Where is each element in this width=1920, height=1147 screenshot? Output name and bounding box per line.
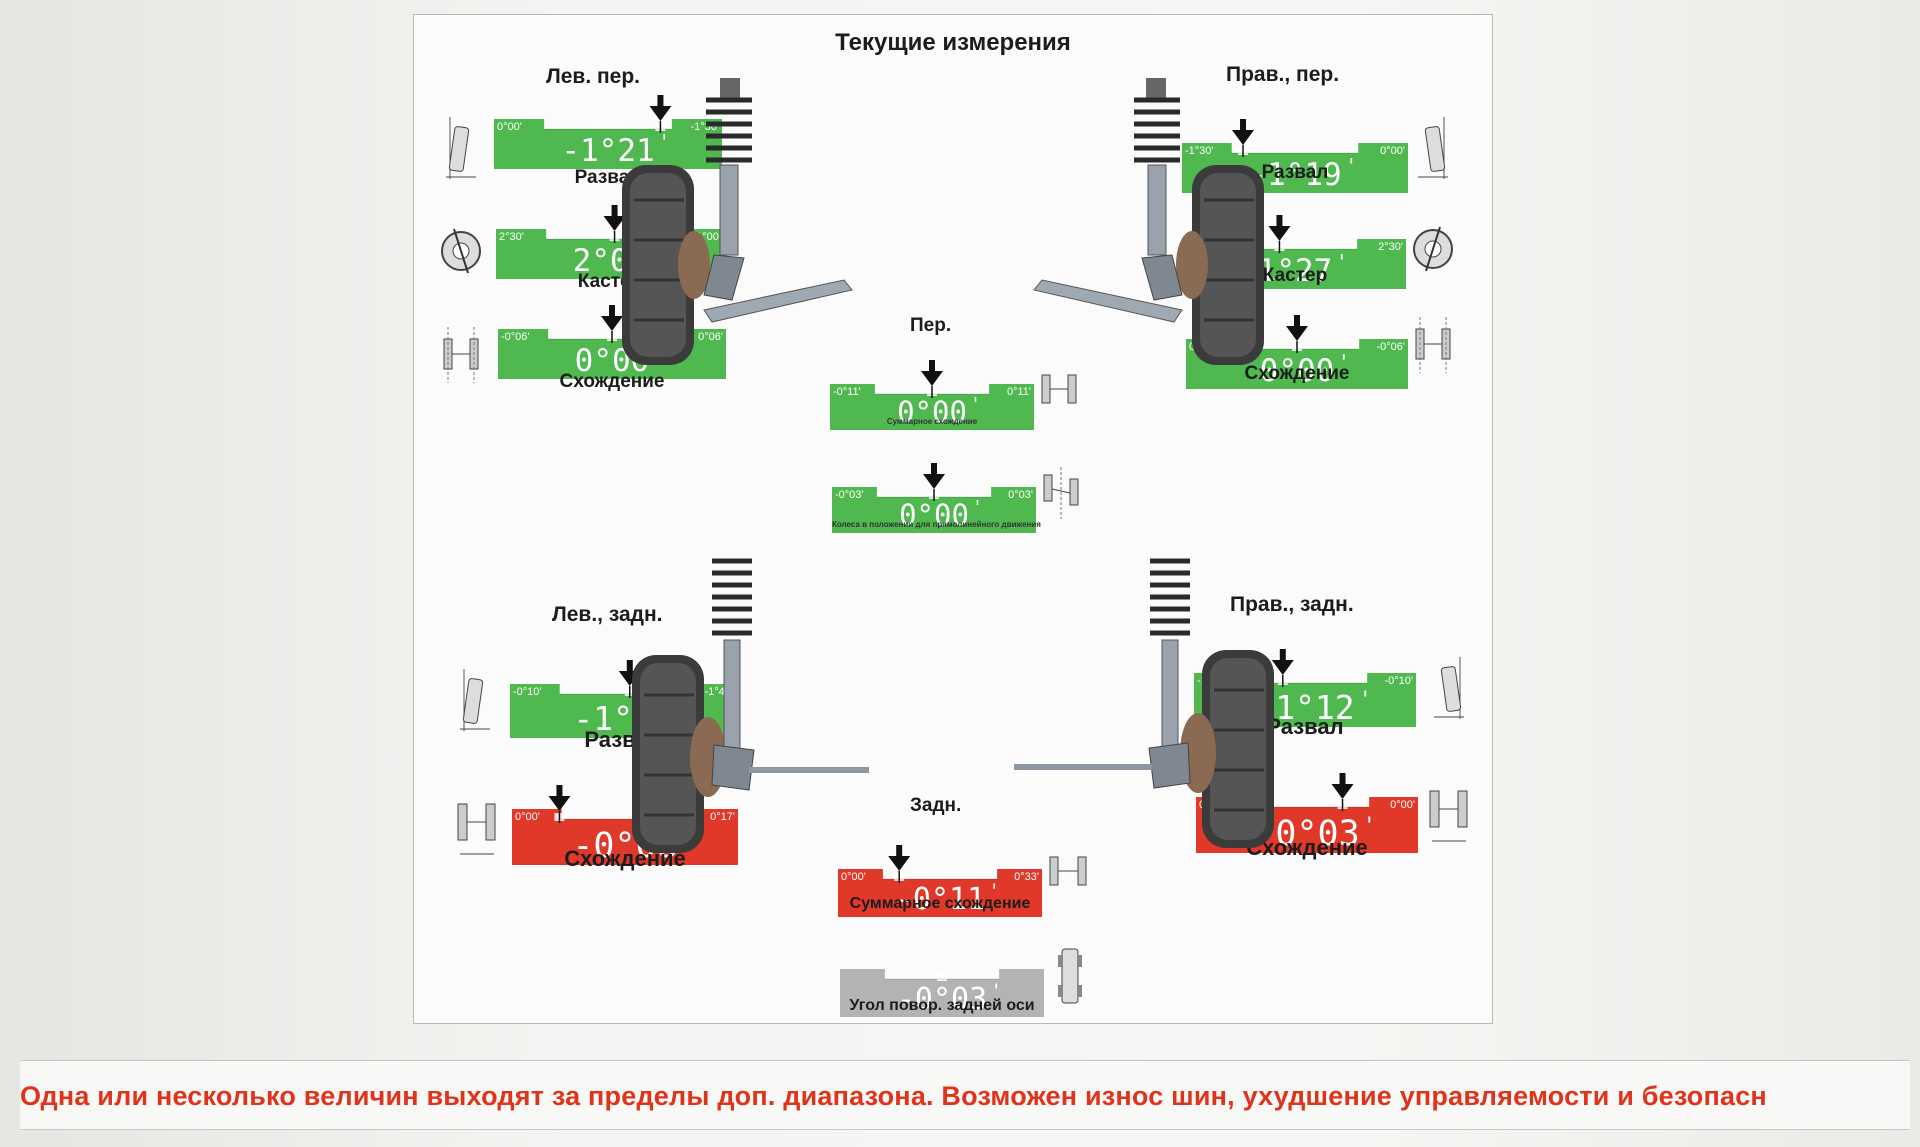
gauge-max-label: 0°00' <box>1380 145 1405 157</box>
gauge-max-label: 2°30' <box>1378 241 1403 253</box>
gauge-value: 0°00 <box>899 498 969 532</box>
front-total-toe-label: Суммарное схождение <box>886 417 978 426</box>
pointer-arrow-icon <box>1232 119 1255 157</box>
pointer-arrow-icon <box>1331 773 1354 811</box>
rear-total-toe-gauge: 0°00' 0°33' -0°11 ' <box>838 845 1042 917</box>
caster-wheel-icon <box>441 228 481 274</box>
front-setback-label: Колеса в положении для прямолинейного дв… <box>832 520 1041 529</box>
warning-banner: Одна или несколько величин выходят за пр… <box>20 1060 1910 1130</box>
gauge-minute-mark: ' <box>1366 814 1372 839</box>
gauge-minute-mark: ' <box>1349 154 1355 178</box>
gauge-max-label: 0°06' <box>698 331 723 343</box>
pointer-arrow-icon <box>1271 649 1294 687</box>
gauge-max-label: 0°33' <box>1014 871 1039 883</box>
rear-right-camber-label: Развал <box>1266 714 1344 739</box>
gauge-min-label: 2°30' <box>499 231 524 243</box>
gauge-min-label: 0°00' <box>515 811 540 823</box>
pointer-arrow-icon <box>603 205 626 243</box>
gauge-value: 0°00 <box>1260 353 1335 389</box>
gauge-min-label: -0°11' <box>833 386 861 398</box>
front-axle-header: Пер. <box>910 315 952 336</box>
front-left-camber-gauge: 0°00'-1°30'-1°21' <box>494 95 722 169</box>
front-left-toe-label: Схождение <box>559 371 665 392</box>
gauge-minute-mark: ' <box>1339 250 1345 274</box>
gauge-graphic: -0°03' 0°03' 0°00 ' <box>832 463 1036 533</box>
gauge-minute-mark: ' <box>973 394 978 415</box>
gauge-minute-mark: ' <box>994 980 999 1002</box>
toe-wheels-icon <box>457 803 496 855</box>
caster-wheel-icon <box>1413 226 1453 272</box>
gauge-minute-mark: ' <box>1341 350 1347 374</box>
rear-total-toe-label: Суммарное схождение <box>849 895 1031 912</box>
gauge-min-label: -0°03' <box>835 489 864 501</box>
gauge-min-label: 0°00' <box>497 121 522 133</box>
measurement-report: Текущие измерения Лев. пер. 0°00'-1°30'-… <box>413 14 1493 1024</box>
gauge-minute-mark: ' <box>992 880 997 902</box>
gauge-minute-mark: ' <box>975 497 980 518</box>
thrust-angle-gauge: -0°03 ' <box>840 945 1044 1017</box>
toe-wheels-icon <box>1041 374 1077 404</box>
front-suspension-illustration <box>622 78 1264 365</box>
gauge-value: -1°21 <box>561 133 654 169</box>
gauge-value: -0°11 <box>895 882 985 917</box>
setback-wheels-icon <box>1043 467 1079 519</box>
gauge-max-label: 0°03' <box>1008 489 1033 501</box>
thrust-car-icon <box>1058 948 1082 1004</box>
front-right-header: Прав., пер. <box>1226 63 1340 86</box>
rear-left-header: Лев., задн. <box>552 603 663 626</box>
camber-wheel-icon <box>1418 117 1448 179</box>
gauge-graphic: 0°00'-1°30'-1°21' <box>494 95 722 169</box>
gauge-min-label: 0°00' <box>841 871 866 883</box>
gauge-max-label: 0°17' <box>710 811 735 823</box>
pointer-arrow-icon <box>548 785 571 823</box>
gauge-max-label: -0°10' <box>1384 675 1413 687</box>
pointer-arrow-icon <box>649 95 672 133</box>
pointer-arrow-icon <box>923 463 945 501</box>
front-left-header: Лев. пер. <box>546 65 641 88</box>
toe-wheels-icon <box>1049 856 1087 886</box>
pointer-arrow-icon <box>601 305 623 343</box>
gauge-minute-mark: ' <box>1362 688 1368 713</box>
gauge-minute-mark: ' <box>662 130 668 154</box>
rear-axle-header: Задн. <box>910 795 962 816</box>
rear-right-header: Прав., задн. <box>1230 593 1354 616</box>
gauge-min-label: -1°30' <box>1185 145 1214 157</box>
rear-suspension-illustration <box>632 558 1274 853</box>
toe-wheels-icon <box>1429 790 1468 842</box>
camber-wheel-icon <box>460 669 490 731</box>
front-right-camber-label: Развал <box>1261 162 1329 183</box>
gauge-min-label: -0°06' <box>501 331 530 343</box>
gauge-value: 0°00 <box>897 395 967 429</box>
gauge-max-label: -0°06' <box>1376 341 1405 353</box>
report-title: Текущие измерения <box>835 29 1071 56</box>
front-right-caster-label: Кастер <box>1262 265 1328 286</box>
gauge-min-label: -0°10' <box>513 686 542 698</box>
pointer-arrow-icon <box>1268 215 1291 253</box>
front-right-toe-label: Схождение <box>1244 363 1350 384</box>
front-total-toe-gauge: -0°11' 0°11' 0°00 ' <box>830 360 1034 430</box>
pointer-arrow-icon <box>888 845 911 883</box>
toe-wheels-icon <box>443 327 479 383</box>
gauge-max-label: 0°00' <box>1390 799 1415 811</box>
warning-text: Одна или несколько величин выходят за пр… <box>20 1081 1767 1111</box>
camber-wheel-icon <box>1434 657 1464 719</box>
gauge-graphic: -0°03 ' <box>840 969 1044 1017</box>
gauge-value: 1°27 <box>1258 253 1333 289</box>
camber-wheel-icon <box>446 117 476 179</box>
gauge-graphic: 0°00' 0°33' -0°11 ' <box>838 845 1042 917</box>
gauge-max-label: 0°11' <box>1007 386 1031 398</box>
gauge-value: -0°03 <box>897 982 987 1017</box>
pointer-arrow-icon <box>921 360 943 398</box>
front-setback-gauge: -0°03' 0°03' 0°00 ' <box>832 463 1036 533</box>
gauge-graphic: -0°11' 0°11' 0°00 ' <box>830 360 1034 430</box>
toe-wheels-icon <box>1415 317 1451 373</box>
pointer-arrow-icon <box>1286 315 1308 353</box>
thrust-angle-label: Угол повор. задней оси <box>849 997 1035 1014</box>
